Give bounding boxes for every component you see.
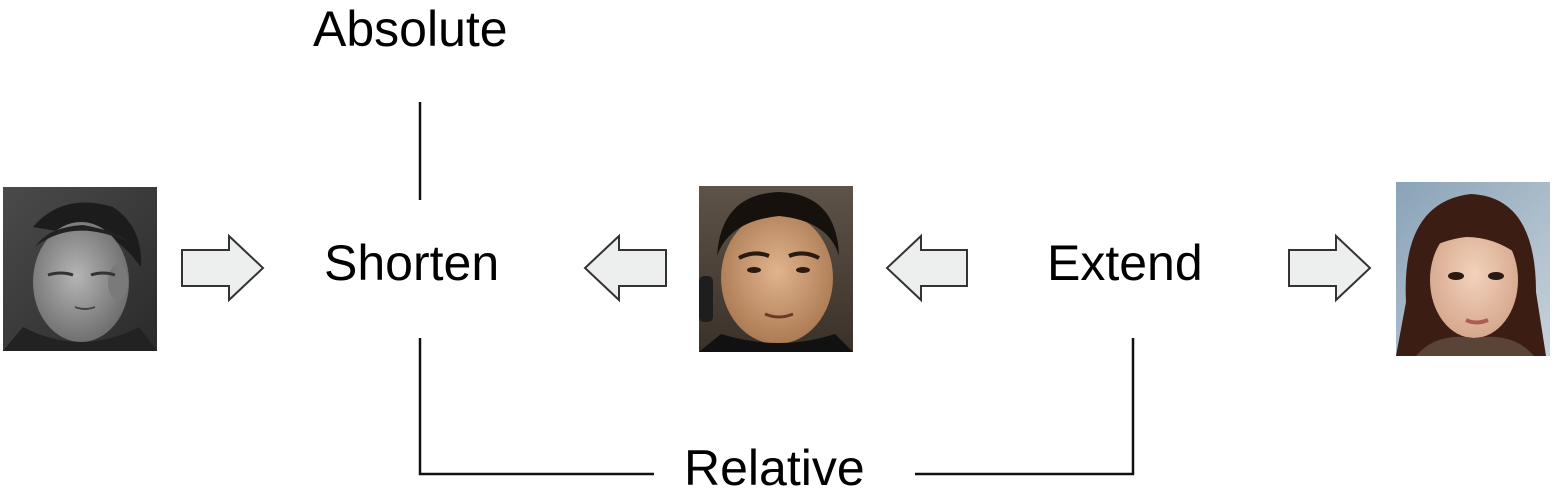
- extend-label: Extend: [1047, 235, 1203, 291]
- shorten-label: Shorten: [324, 235, 500, 291]
- absolute-label: Absolute: [313, 1, 508, 57]
- grayscale-man-face: [3, 187, 157, 351]
- young-woman-face: [1396, 182, 1550, 356]
- arrow-left-to-shorten: [583, 233, 667, 303]
- relative-label: Relative: [684, 440, 865, 496]
- relative-bracket-right: [915, 338, 1135, 476]
- arrow-right-to-shorten: [181, 233, 265, 303]
- man-on-phone-face: [699, 186, 853, 352]
- arrow-left-from-extend: [885, 233, 968, 303]
- arrow-right-from-extend: [1288, 233, 1372, 303]
- relative-bracket-left: [418, 338, 654, 476]
